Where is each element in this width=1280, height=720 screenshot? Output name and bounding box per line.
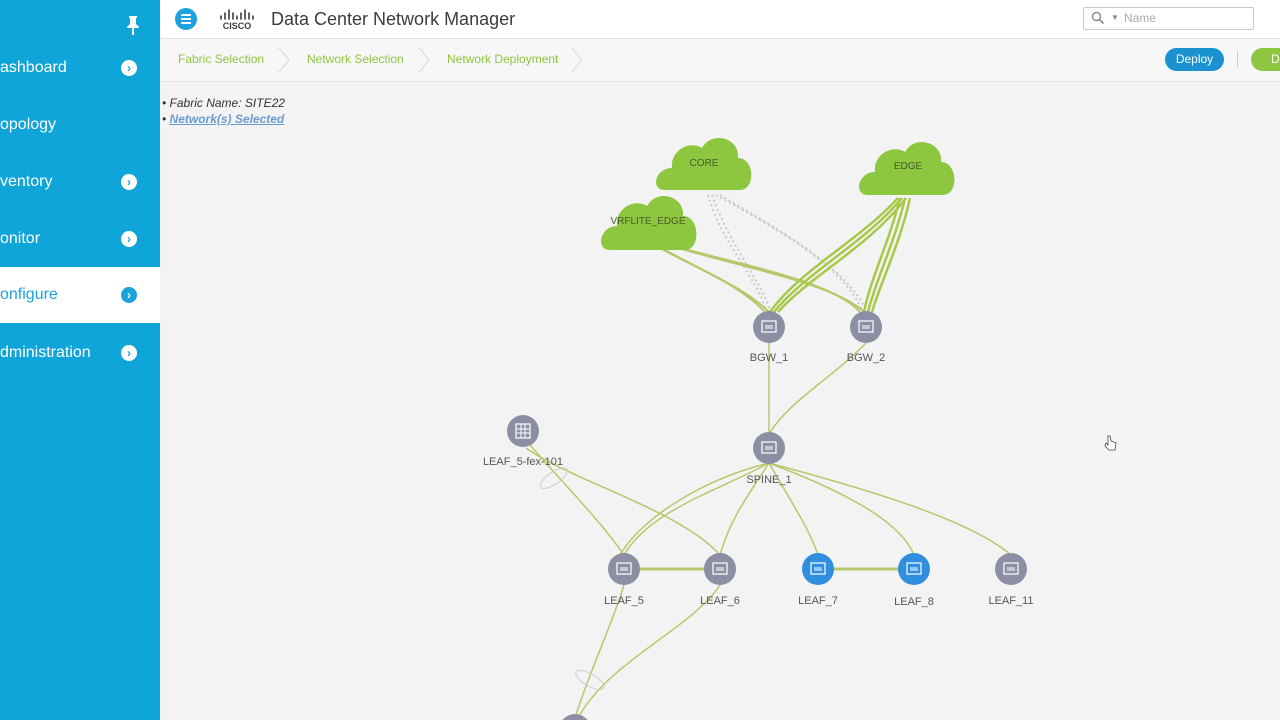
app-title: Data Center Network Manager [271,9,516,29]
deploy-button[interactable]: Deploy [1165,48,1224,71]
sidebar-item-label: dministration [0,344,91,361]
fabric-name-value: SITE22 [244,96,285,110]
sidebar-item-inventory[interactable]: ventory › [0,154,160,210]
networks-selected-link[interactable]: Network(s) Selected [169,112,285,126]
cloud-vrflite-edge[interactable]: VRFLITE_EDGE [601,195,697,250]
topology-canvas[interactable]: CORE EDGE VRFLITE_EDGE BGW_1 BGW_2 SPINE… [160,81,1280,720]
sidebar: ashboard › opology ventory › onitor › on… [0,0,160,720]
wizard-bar: Fabric Selection Network Selection Netwo… [160,39,1280,82]
cloud-edge[interactable]: EDGE [859,141,955,195]
switch-icon [761,441,777,454]
chevron-right-icon: › [121,231,137,247]
node-spine-1[interactable]: SPINE_1 [746,432,792,486]
switch-icon [906,562,922,575]
sidebar-item-monitor[interactable]: onitor › [0,211,160,267]
sidebar-item-dashboard[interactable]: ashboard › [0,40,160,96]
switch-icon [858,320,874,333]
detailed-view-button[interactable]: Deta [1251,48,1280,71]
sidebar-item-label: ventory [0,173,53,190]
chevron-right-icon: › [121,174,137,190]
topology-links-edge [768,197,912,313]
svg-text:CISCO: CISCO [223,21,252,31]
step-fabric-selection[interactable]: Fabric Selection [178,52,265,66]
chevron-down-icon[interactable]: ▼ [1111,13,1119,22]
svg-text:LEAF_7: LEAF_7 [798,595,838,607]
svg-text:LEAF_6: LEAF_6 [700,595,740,607]
node-leaf-8[interactable]: LEAF_8 [894,553,934,608]
node-leaf-6[interactable]: LEAF_6 [700,553,740,607]
node-leaf-11[interactable]: LEAF_11 [988,553,1034,607]
divider [1237,51,1238,68]
node-leaf-5-fex-101[interactable]: LEAF_5-fex-101 [483,415,563,468]
svg-text:LEAF_5: LEAF_5 [604,595,644,607]
cloud-core[interactable]: CORE [656,137,752,190]
chevron-right-icon [571,47,583,73]
hand-cursor-icon [1104,435,1117,451]
search-box[interactable]: ▼ [1083,7,1254,30]
sidebar-item-configure[interactable]: onfigure › [0,267,160,323]
node-bgw-2[interactable]: BGW_2 [847,311,886,364]
switch-icon [761,320,777,333]
chevron-right-icon [418,47,430,73]
switch-icon [712,562,728,575]
node-bgw-1[interactable]: BGW_1 [750,311,789,364]
sidebar-item-topology[interactable]: opology [0,97,160,153]
step-network-selection[interactable]: Network Selection [307,52,404,66]
fabric-name-label: Fabric Name: [169,96,242,110]
svg-text:SPINE_1: SPINE_1 [746,474,791,486]
svg-text:LEAF_11: LEAF_11 [988,595,1033,607]
topology-links-fabric [525,342,1012,719]
search-input[interactable] [1122,10,1246,26]
chevron-right-icon [278,47,290,73]
svg-text:BGW_2: BGW_2 [847,352,886,364]
chevron-right-icon: › [121,345,137,361]
top-header: CISCO Data Center Network Manager ▼ [160,0,1280,39]
menu-icon[interactable] [175,8,197,30]
chevron-right-icon: › [121,287,137,303]
port-channel-marker [539,467,569,489]
step-network-deployment[interactable]: Network Deployment [447,52,559,66]
networks-row: • Network(s) Selected [162,112,285,126]
switch-icon [1003,562,1019,575]
svg-text:BGW_1: BGW_1 [750,352,789,364]
sidebar-item-label: onfigure [0,286,58,303]
topology-links-core [707,194,867,311]
sidebar-item-label: opology [0,116,57,133]
sidebar-item-administration[interactable]: dministration › [0,325,160,381]
svg-text:LEAF_5-fex-101: LEAF_5-fex-101 [483,456,563,468]
switch-icon [616,562,632,575]
cisco-logo: CISCO [218,8,258,37]
svg-text:EDGE: EDGE [894,161,923,172]
node-leaf-7[interactable]: LEAF_7 [798,553,838,607]
fex-icon [515,423,531,439]
svg-text:LEAF_8: LEAF_8 [894,596,934,608]
topology-links-vrflite [659,244,865,313]
pin-icon[interactable] [124,14,142,36]
switch-icon [810,562,826,575]
node-partial-bottom[interactable] [559,714,591,720]
fabric-info: • Fabric Name: SITE22 • Network(s) Selec… [162,96,285,128]
search-icon [1091,11,1105,25]
svg-text:CORE: CORE [690,158,719,169]
node-leaf-5[interactable]: LEAF_5 [604,553,644,607]
sidebar-item-label: onitor [0,230,41,247]
chevron-right-icon: › [121,60,137,76]
sidebar-item-label: ashboard [0,59,67,76]
fabric-name-row: • Fabric Name: SITE22 [162,96,285,110]
port-channel-marker [575,669,605,691]
svg-text:VRFLITE_EDGE: VRFLITE_EDGE [610,216,685,227]
